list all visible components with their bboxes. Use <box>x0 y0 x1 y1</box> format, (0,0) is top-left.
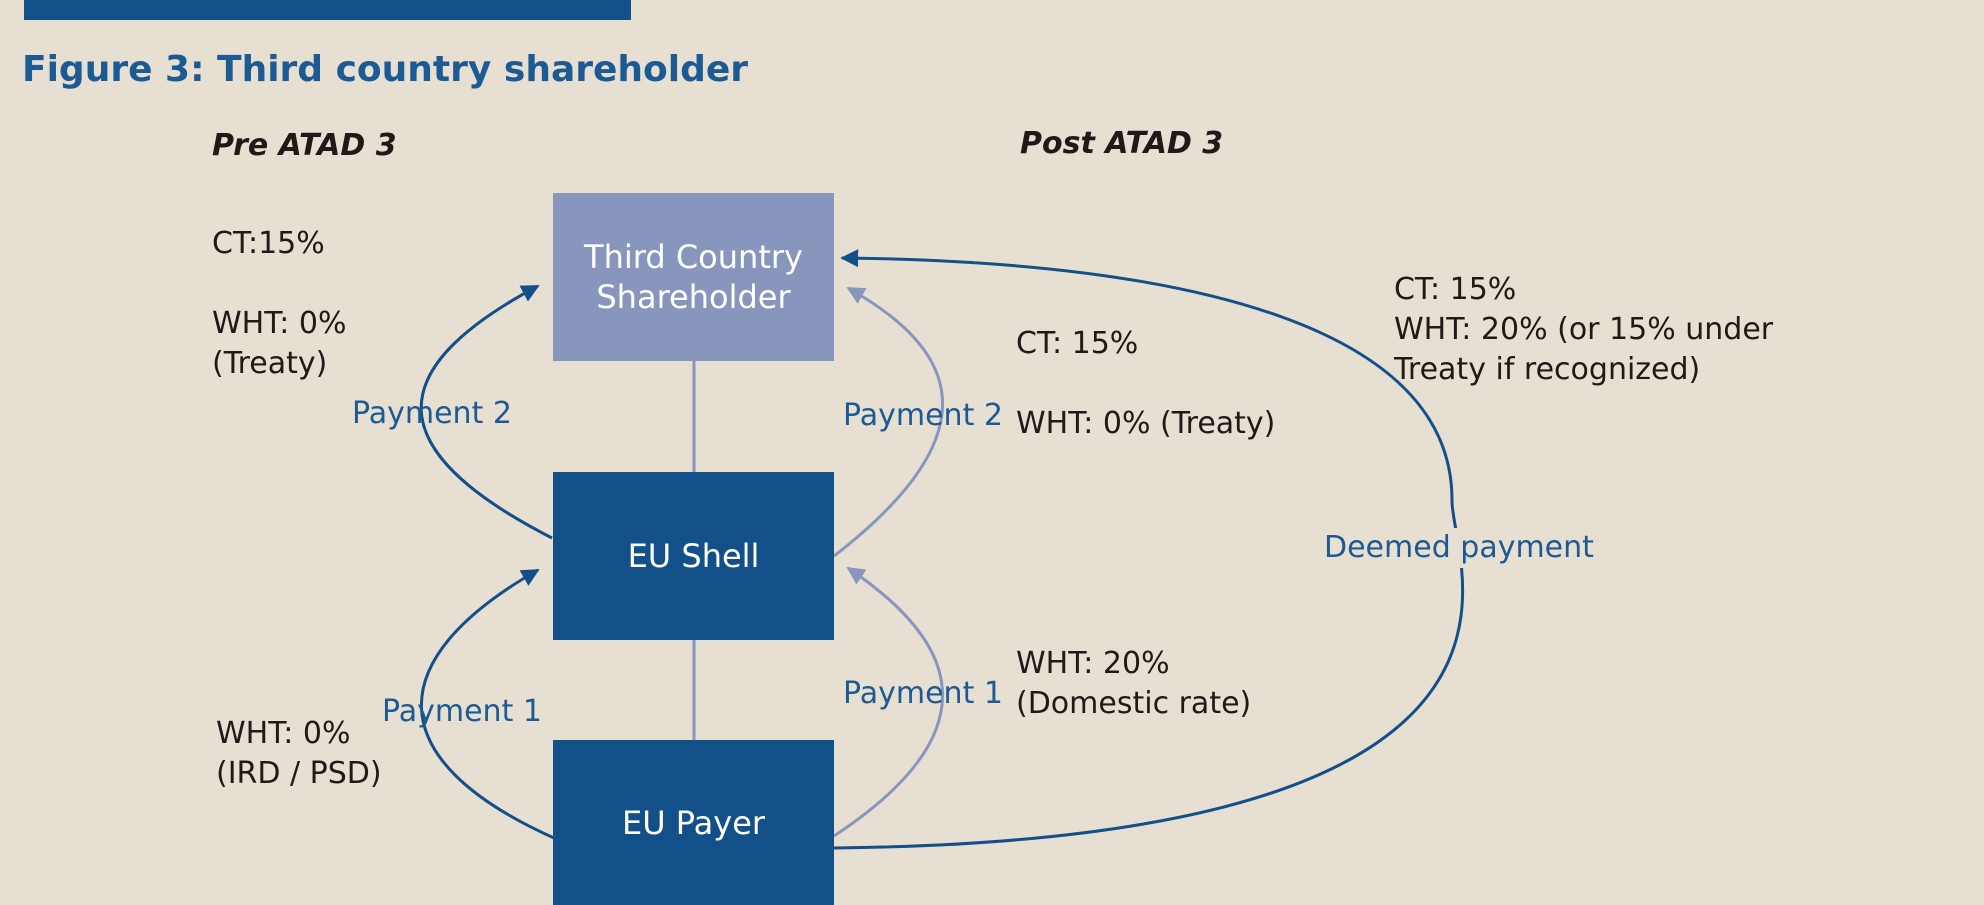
pre-payment-2-arrow <box>419 284 553 540</box>
deemed-payment-arrow <box>833 249 1465 850</box>
third-country-shareholder-box: Third Country Shareholder <box>553 193 834 361</box>
post-atad-heading: Post ATAD 3 <box>1020 126 1224 161</box>
figure-title: Figure 3: Third country shareholder <box>22 49 749 90</box>
post-payer-tax-note: WHT: 20% (Domestic rate) <box>1016 646 1252 721</box>
eu-payer-box: EU Payer <box>553 740 834 905</box>
pre-payer-tax-note: WHT: 0% (IRD / PSD) <box>216 716 382 791</box>
pre-payment-1-label: Payment 1 <box>382 694 542 729</box>
eu-shell-box: EU Shell <box>553 472 834 640</box>
post-payment-2-arrow <box>833 286 944 558</box>
post-payment-1-label: Payment 1 <box>843 676 1003 711</box>
deemed-payment-tax-note: CT: 15% WHT: 20% (or 15% under Treaty if… <box>1394 272 1774 387</box>
deemed-payment-label: Deemed payment <box>1320 528 1598 568</box>
post-payment-1-arrow <box>833 566 944 838</box>
pre-shareholder-tax-note: CT:15% WHT: 0% (Treaty) <box>212 226 347 381</box>
post-payment-2-label: Payment 2 <box>843 398 1003 433</box>
pre-payment-2-label: Payment 2 <box>352 396 512 431</box>
top-accent-bar <box>24 0 631 20</box>
pre-atad-heading: Pre ATAD 3 <box>212 128 397 163</box>
post-shell-tax-note: CT: 15% WHT: 0% (Treaty) <box>1016 326 1276 441</box>
pre-payment-1-arrow <box>420 568 555 840</box>
